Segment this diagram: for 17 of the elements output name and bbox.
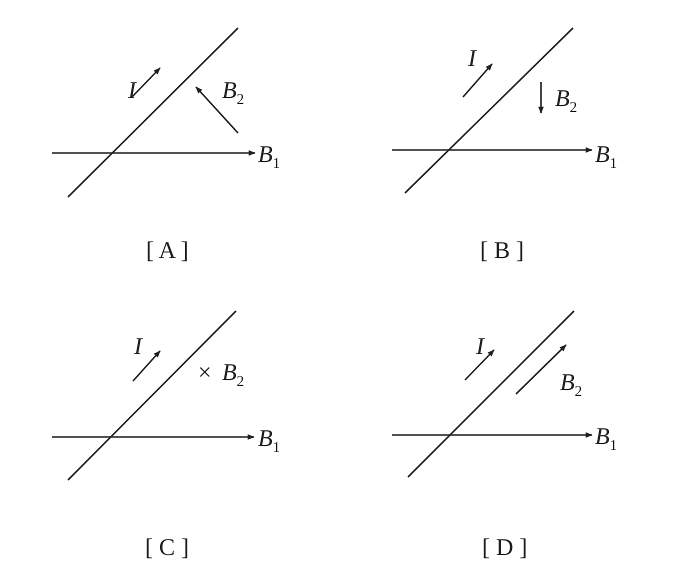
option-label: [ C ] [145, 535, 189, 561]
field-label: B$_{2}$ [560, 370, 582, 402]
option-label: [ A ] [146, 238, 189, 264]
field-label: B$_{1}$ [258, 426, 280, 458]
option-label: [ B ] [480, 238, 524, 264]
current-label: I [134, 334, 142, 360]
field-label: B$_{1}$ [258, 142, 280, 174]
current-label: I [128, 78, 136, 104]
field-label: B$_{2}$ [222, 360, 244, 392]
field-label: B$_{1}$ [595, 142, 618, 174]
current-label: I [468, 46, 476, 72]
current-label: I [476, 334, 484, 360]
field-label: B$_{2}$ [555, 86, 578, 118]
option-label: [ D ] [482, 535, 528, 561]
field-label: B$_{1}$ [595, 424, 618, 456]
cross-symbol: × [198, 360, 212, 386]
field-label: B$_{2}$ [222, 78, 244, 110]
